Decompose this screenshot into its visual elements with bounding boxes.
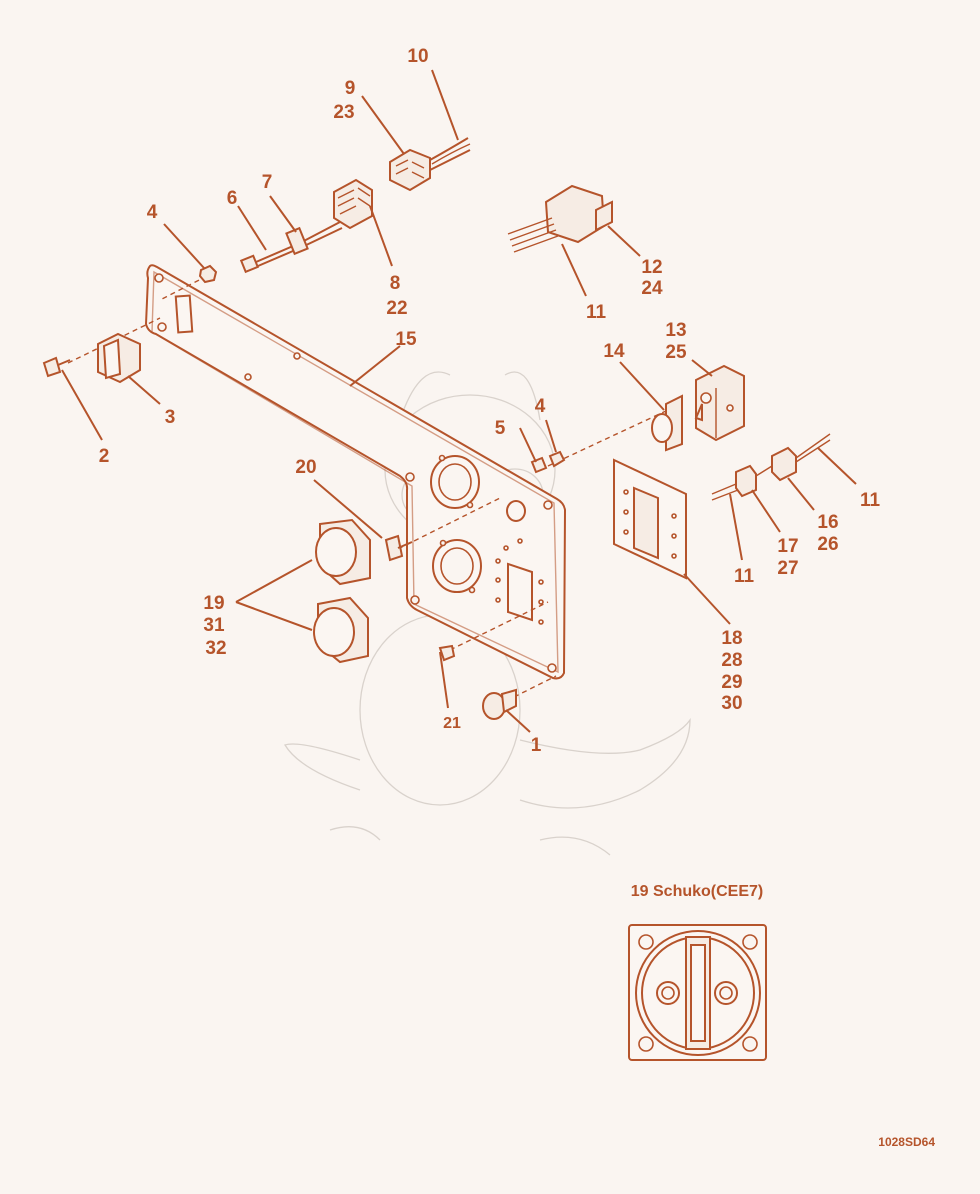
callout-21: 21 [443,715,461,732]
callout-27: 27 [777,558,798,579]
callout-16: 16 [817,512,838,533]
switch-harness-part-8 [239,178,373,274]
fasteners [42,264,566,720]
callout-13: 13 [665,320,686,341]
callout-25: 25 [665,342,687,363]
callout-20: 20 [295,457,316,478]
callout-1: 1 [531,735,542,756]
callout-7: 7 [262,172,273,193]
breaker-part-14 [651,394,683,452]
drawing-code: 1028SD64 [878,1135,935,1149]
connector-part-16-17 [711,433,831,501]
inset-title: 19 Schuko(CEE7) [631,883,763,900]
callout-17: 17 [777,536,798,557]
callout-10: 10 [407,46,428,67]
callout-23: 23 [333,102,354,123]
callout-15: 15 [395,329,417,350]
callout-32: 32 [205,638,226,659]
callout-30: 30 [721,693,742,714]
callout-4-upper: 4 [147,202,158,223]
rocker-switch-part-3 [97,332,141,384]
callout-5: 5 [495,418,506,439]
callout-11-upper: 11 [586,302,607,323]
callout-11-right: 11 [860,490,881,511]
toggle-switch-part-13 [694,364,745,442]
callout-28: 28 [721,650,742,671]
callout-29: 29 [721,672,742,693]
callout-22: 22 [386,298,407,319]
callout-6: 6 [227,188,238,209]
callout-2: 2 [99,446,110,467]
leader-lines [61,69,857,733]
callout-31: 31 [203,615,225,636]
callout-4-right: 4 [535,396,546,417]
control-panel-plate [144,264,567,680]
callout-3: 3 [165,407,176,428]
callout-11-lower: 11 [734,566,755,587]
callout-9: 9 [345,78,356,99]
callout-8: 8 [390,273,401,294]
callout-26: 26 [817,534,838,555]
callout-labels: 10 9 23 7 6 4 8 22 12 24 11 15 13 25 14 … [99,46,881,756]
callout-12: 12 [641,257,662,278]
mounting-plate-part-18 [613,458,687,580]
connector-part-12 [507,184,613,253]
schuko-inset: 19 Schuko(CEE7) [628,883,767,1061]
callout-24: 24 [641,278,663,299]
outlet-part-19 [313,518,371,664]
callout-19: 19 [203,593,224,614]
callout-14: 14 [603,341,625,362]
callout-18: 18 [721,628,742,649]
connector-part-9 [389,137,471,192]
